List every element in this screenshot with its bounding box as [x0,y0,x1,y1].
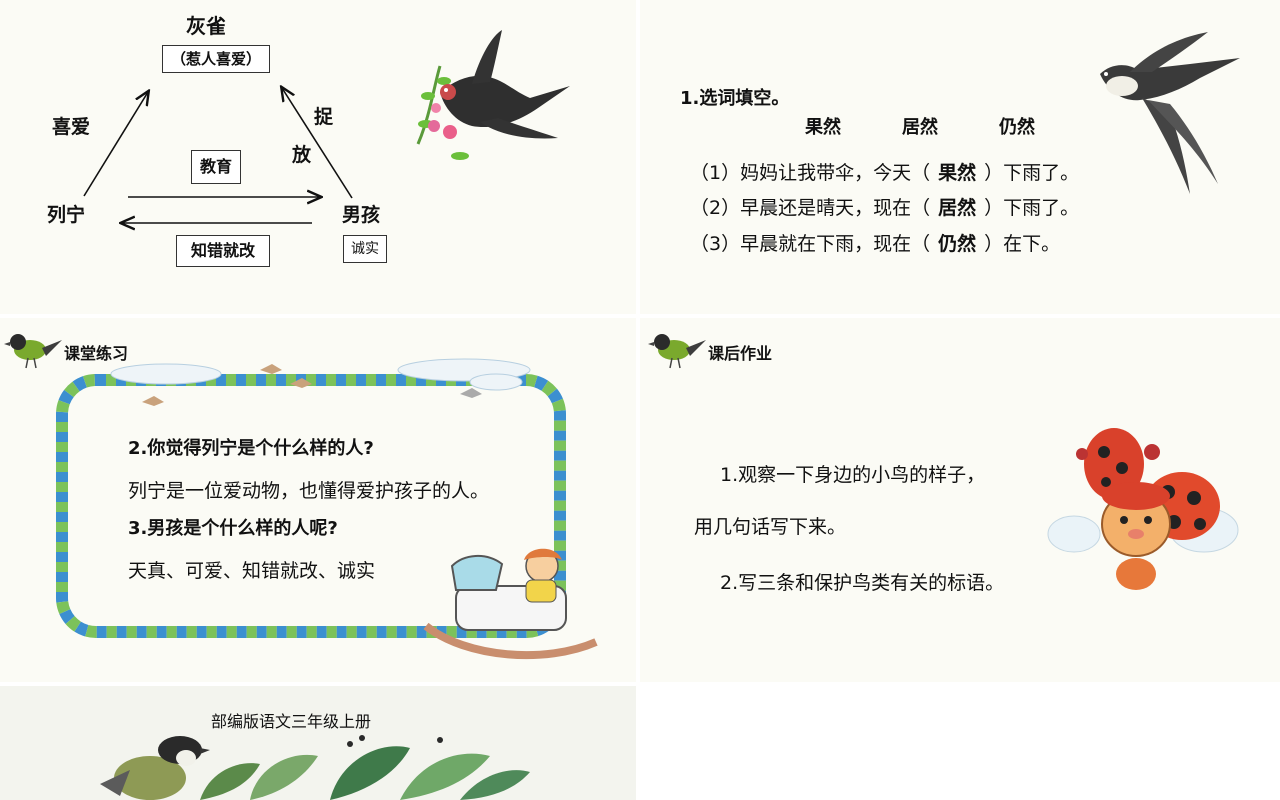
label-grey-bird: 灰雀 [186,14,226,38]
answer-2: 列宁是一位爱动物，也懂得爱护孩子的人。 [128,480,490,502]
answer-3: 天真、可爱、知错就改、诚实 [128,560,376,582]
option-word: 果然 [805,117,841,138]
item-suffix: ）下雨了。 [984,162,1080,184]
slide-relationship-diagram[interactable]: 灰雀 （惹人喜爱） 喜爱 捉 放 教育 列宁 男孩 知错就改 诚实 [0,0,636,314]
item-suffix: ）下雨了。 [984,197,1080,219]
exercise-title: 1.选词填空。 [680,88,790,109]
label-boy: 男孩 [342,204,381,226]
bird-icon [648,334,706,369]
section-header: 课后作业 [708,344,773,363]
label-lenin: 列宁 [47,204,86,226]
item-answer: 仍然 [938,233,977,255]
question-3: 3.男孩是个什么样的人呢? [128,518,338,539]
option-word: 居然 [902,117,938,138]
slide-homework[interactable]: 课后作业 1.观察一下身边的小鸟的样子， 用几句话写下来。 2.写三条和保护鸟类… [640,318,1280,682]
box-honest: 诚实 [343,235,387,263]
homework-line-2: 用几句话写下来。 [694,516,847,538]
item-prefix: （2）早晨还是晴天，现在（ [690,197,931,219]
section-header: 课堂练习 [64,344,129,363]
box-correct-mistakes: 知错就改 [176,235,270,267]
swallow-flower-illustration [416,30,570,160]
option-word: 仍然 [999,117,1035,138]
question-2: 2.你觉得列宁是个什么样的人? [128,438,374,459]
bird-icon [4,334,62,369]
homework-line-1: 1.观察一下身边的小鸟的样子， [720,464,986,486]
item-answer: 居然 [938,197,977,219]
exercise-item-3: （3）早晨就在下雨，现在（ 仍然 ）在下。 [690,229,1060,256]
slide-fill-in-words[interactable]: 1.选词填空。 果然 居然 仍然 （1）妈妈让我带伞，今天（ 果然 ）下雨了。 （2… [640,0,1280,314]
flying-birds-decoration [142,364,482,406]
decorative-frame [56,358,566,638]
label-love: 喜爱 [52,116,91,138]
box-education: 教育 [191,150,241,184]
label-release: 放 [292,144,312,166]
blank-area [640,686,1280,800]
label-catch: 捉 [314,106,334,128]
swallow-illustration [1100,32,1240,194]
cover-title: 部编版语文三年级上册 [211,712,372,731]
item-answer: 果然 [938,162,977,184]
diagram-arrows [83,0,353,314]
girl-rocking-horse-illustration [423,548,598,660]
item-prefix: （3）早晨就在下雨，现在（ [690,233,931,255]
leaves-bird-illustration [100,735,530,800]
ladybug-illustration [1047,428,1239,590]
item-prefix: （1）妈妈让我带伞，今天（ [690,162,931,184]
slide-class-practice[interactable]: 课堂练习 2.你觉得列宁是个什么样的人? 列宁是一位爱动物，也懂得爱护孩子的人。… [0,318,636,682]
word-options: 果然 居然 仍然 [805,113,1035,139]
exercise-item-1: （1）妈妈让我带伞，今天（ 果然 ）下雨了。 [690,158,1079,185]
slide-title-cover[interactable]: 部编版语文三年级上册 [0,686,636,800]
item-suffix: ）在下。 [984,233,1061,255]
homework-line-3: 2.写三条和保护鸟类有关的标语。 [720,572,1005,594]
exercise-item-2: （2）早晨还是晴天，现在（ 居然 ）下雨了。 [690,193,1079,220]
box-lovable: （惹人喜爱） [162,45,270,73]
